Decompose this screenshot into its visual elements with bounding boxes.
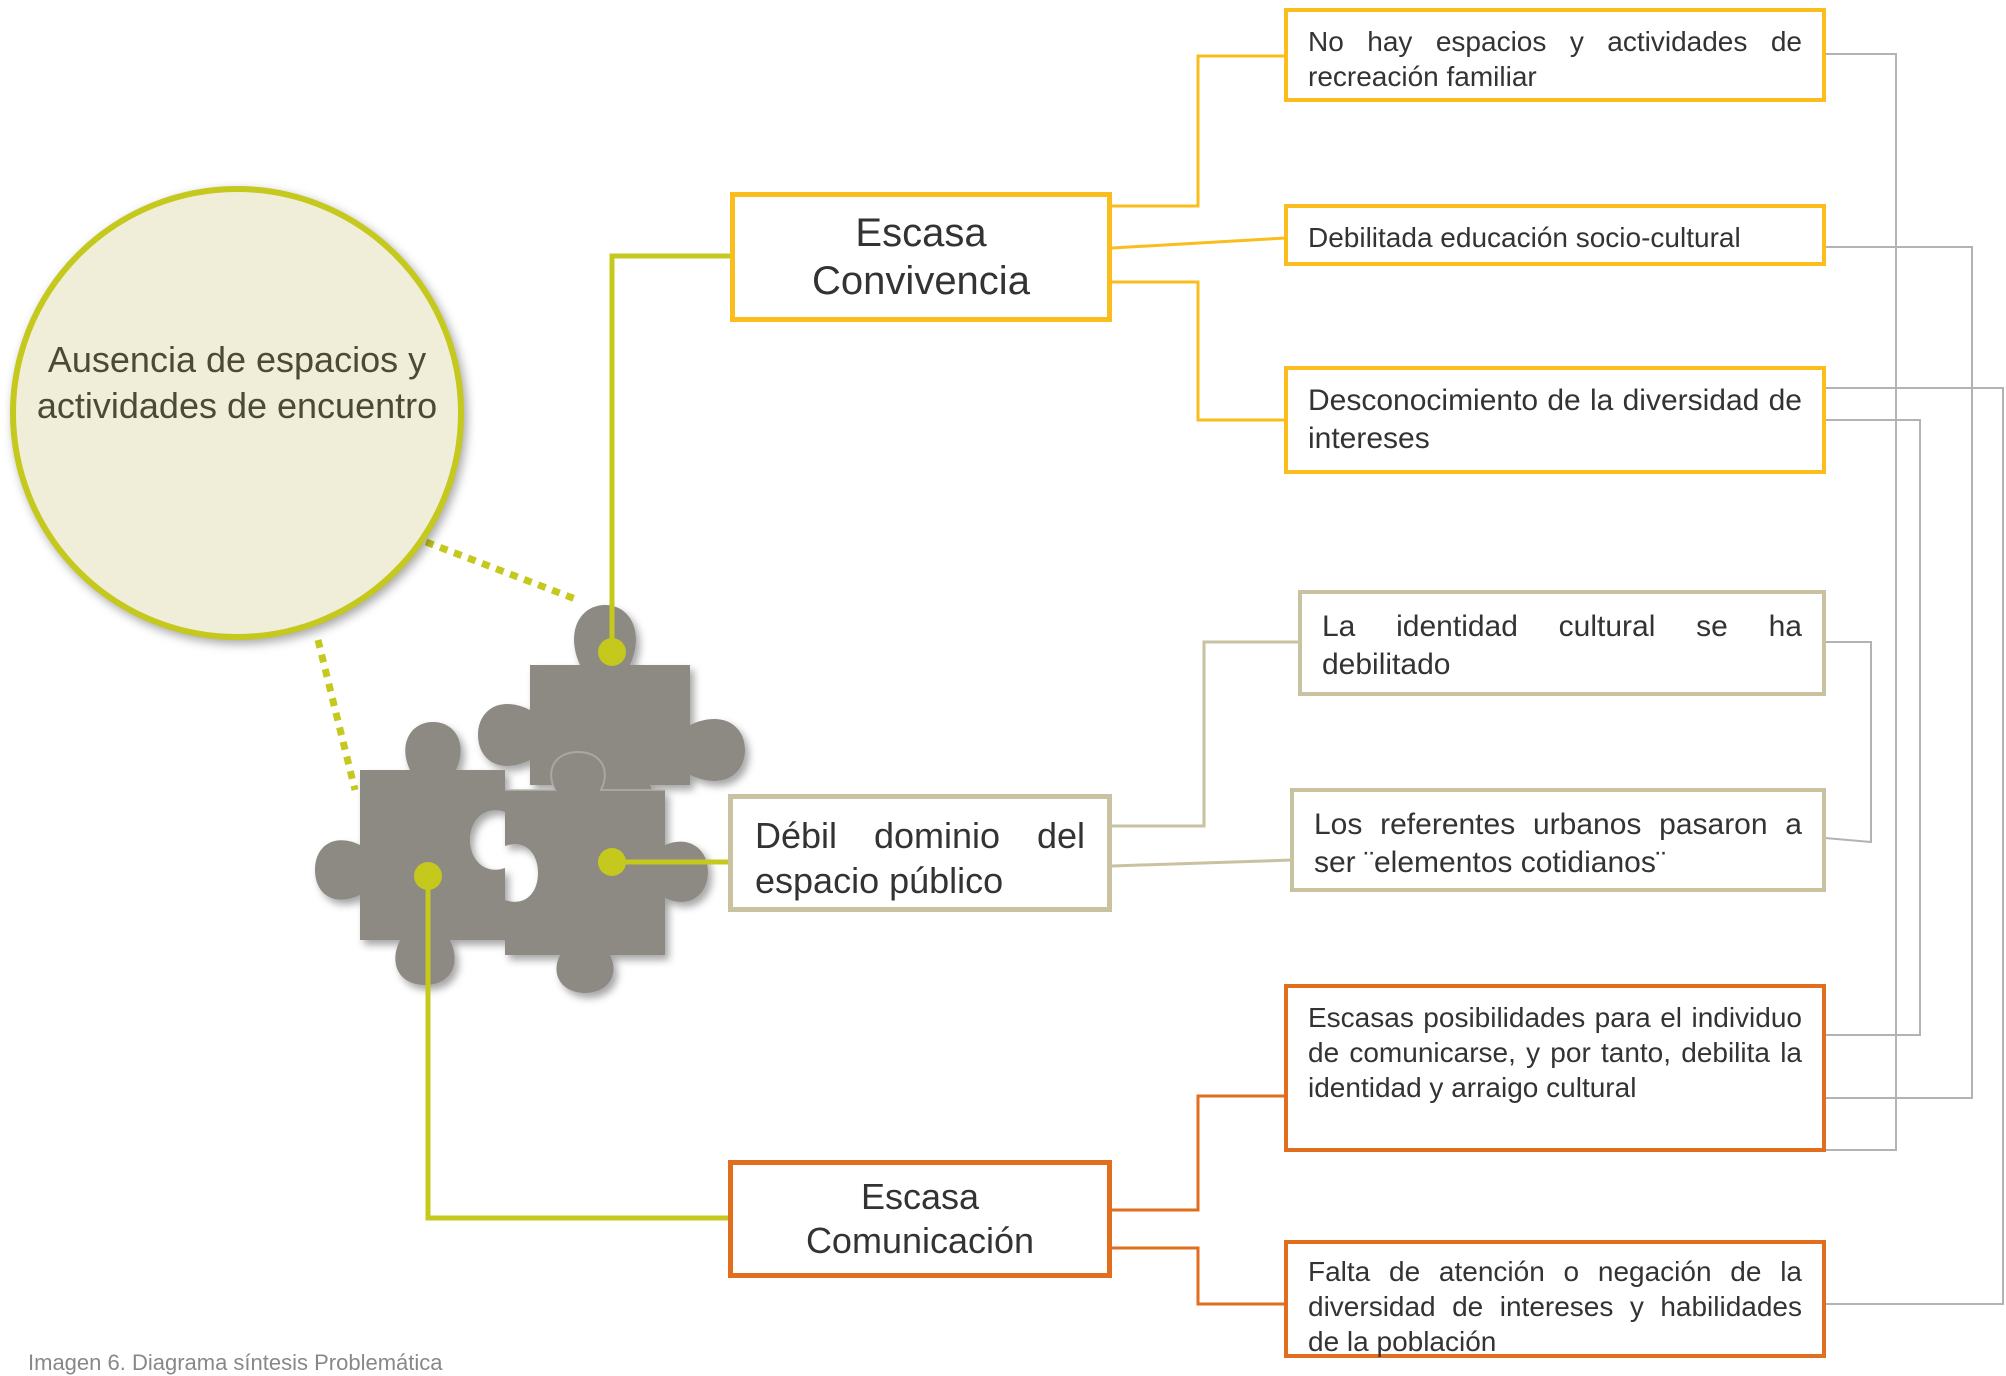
problem-box: No hay espacios y actividades de recreac…	[1284, 8, 1826, 102]
puzzle-node-mid	[598, 848, 626, 876]
figure-caption: Imagen 6. Diagrama síntesis Problemática	[28, 1350, 443, 1375]
link-convivencia	[609, 253, 732, 652]
dotted-link-upper	[424, 538, 580, 604]
category-escasa-convivencia: Escasa Convivencia	[730, 192, 1112, 322]
category-label: Convivencia	[812, 259, 1030, 303]
problem-box: Debilitada educación socio-cultural	[1284, 204, 1826, 266]
category-escasa-comunicacion: Escasa Comunicación	[728, 1160, 1112, 1278]
category-label: Escasa	[855, 211, 987, 255]
puzzle-icon	[315, 605, 745, 993]
problem-text: No hay espacios y actividades de recreac…	[1308, 26, 1802, 92]
problem-text: Debilitada educación socio-cultural	[1308, 222, 1741, 253]
problem-text: La identidad cultural se ha debilitado	[1322, 610, 1802, 681]
category-debil-dominio: Débil dominio del espacio público	[728, 794, 1112, 912]
category-label: Débil dominio del espacio público	[755, 815, 1085, 901]
central-node: Ausencia de espacios y actividades de en…	[10, 186, 464, 640]
central-node-label: Ausencia de espacios y actividades de en…	[36, 339, 438, 426]
category-label: Escasa	[860, 1176, 980, 1217]
problem-box: La identidad cultural se ha debilitado	[1298, 590, 1826, 696]
link-comunicacion	[425, 876, 732, 1221]
dotted-link-lower	[314, 639, 359, 791]
problem-text: Desconocimiento de la diversidad de inte…	[1308, 384, 1802, 455]
problem-box: Escasas posibilidades para el individuo …	[1284, 984, 1826, 1152]
puzzle-node-top	[598, 638, 626, 666]
problem-box: Los referentes urbanos pasaron a ser ¨el…	[1290, 788, 1826, 892]
problem-text: Falta de atención o negación de la diver…	[1308, 1256, 1802, 1357]
category-label: Comunicación	[805, 1220, 1035, 1261]
problem-text: Escasas posibilidades para el individuo …	[1308, 1002, 1802, 1103]
problem-box: Falta de atención o negación de la diver…	[1284, 1240, 1826, 1358]
puzzle-node-left	[414, 862, 442, 890]
problem-box: Desconocimiento de la diversidad de inte…	[1284, 366, 1826, 474]
problem-text: Los referentes urbanos pasaron a ser ¨el…	[1314, 808, 1802, 879]
